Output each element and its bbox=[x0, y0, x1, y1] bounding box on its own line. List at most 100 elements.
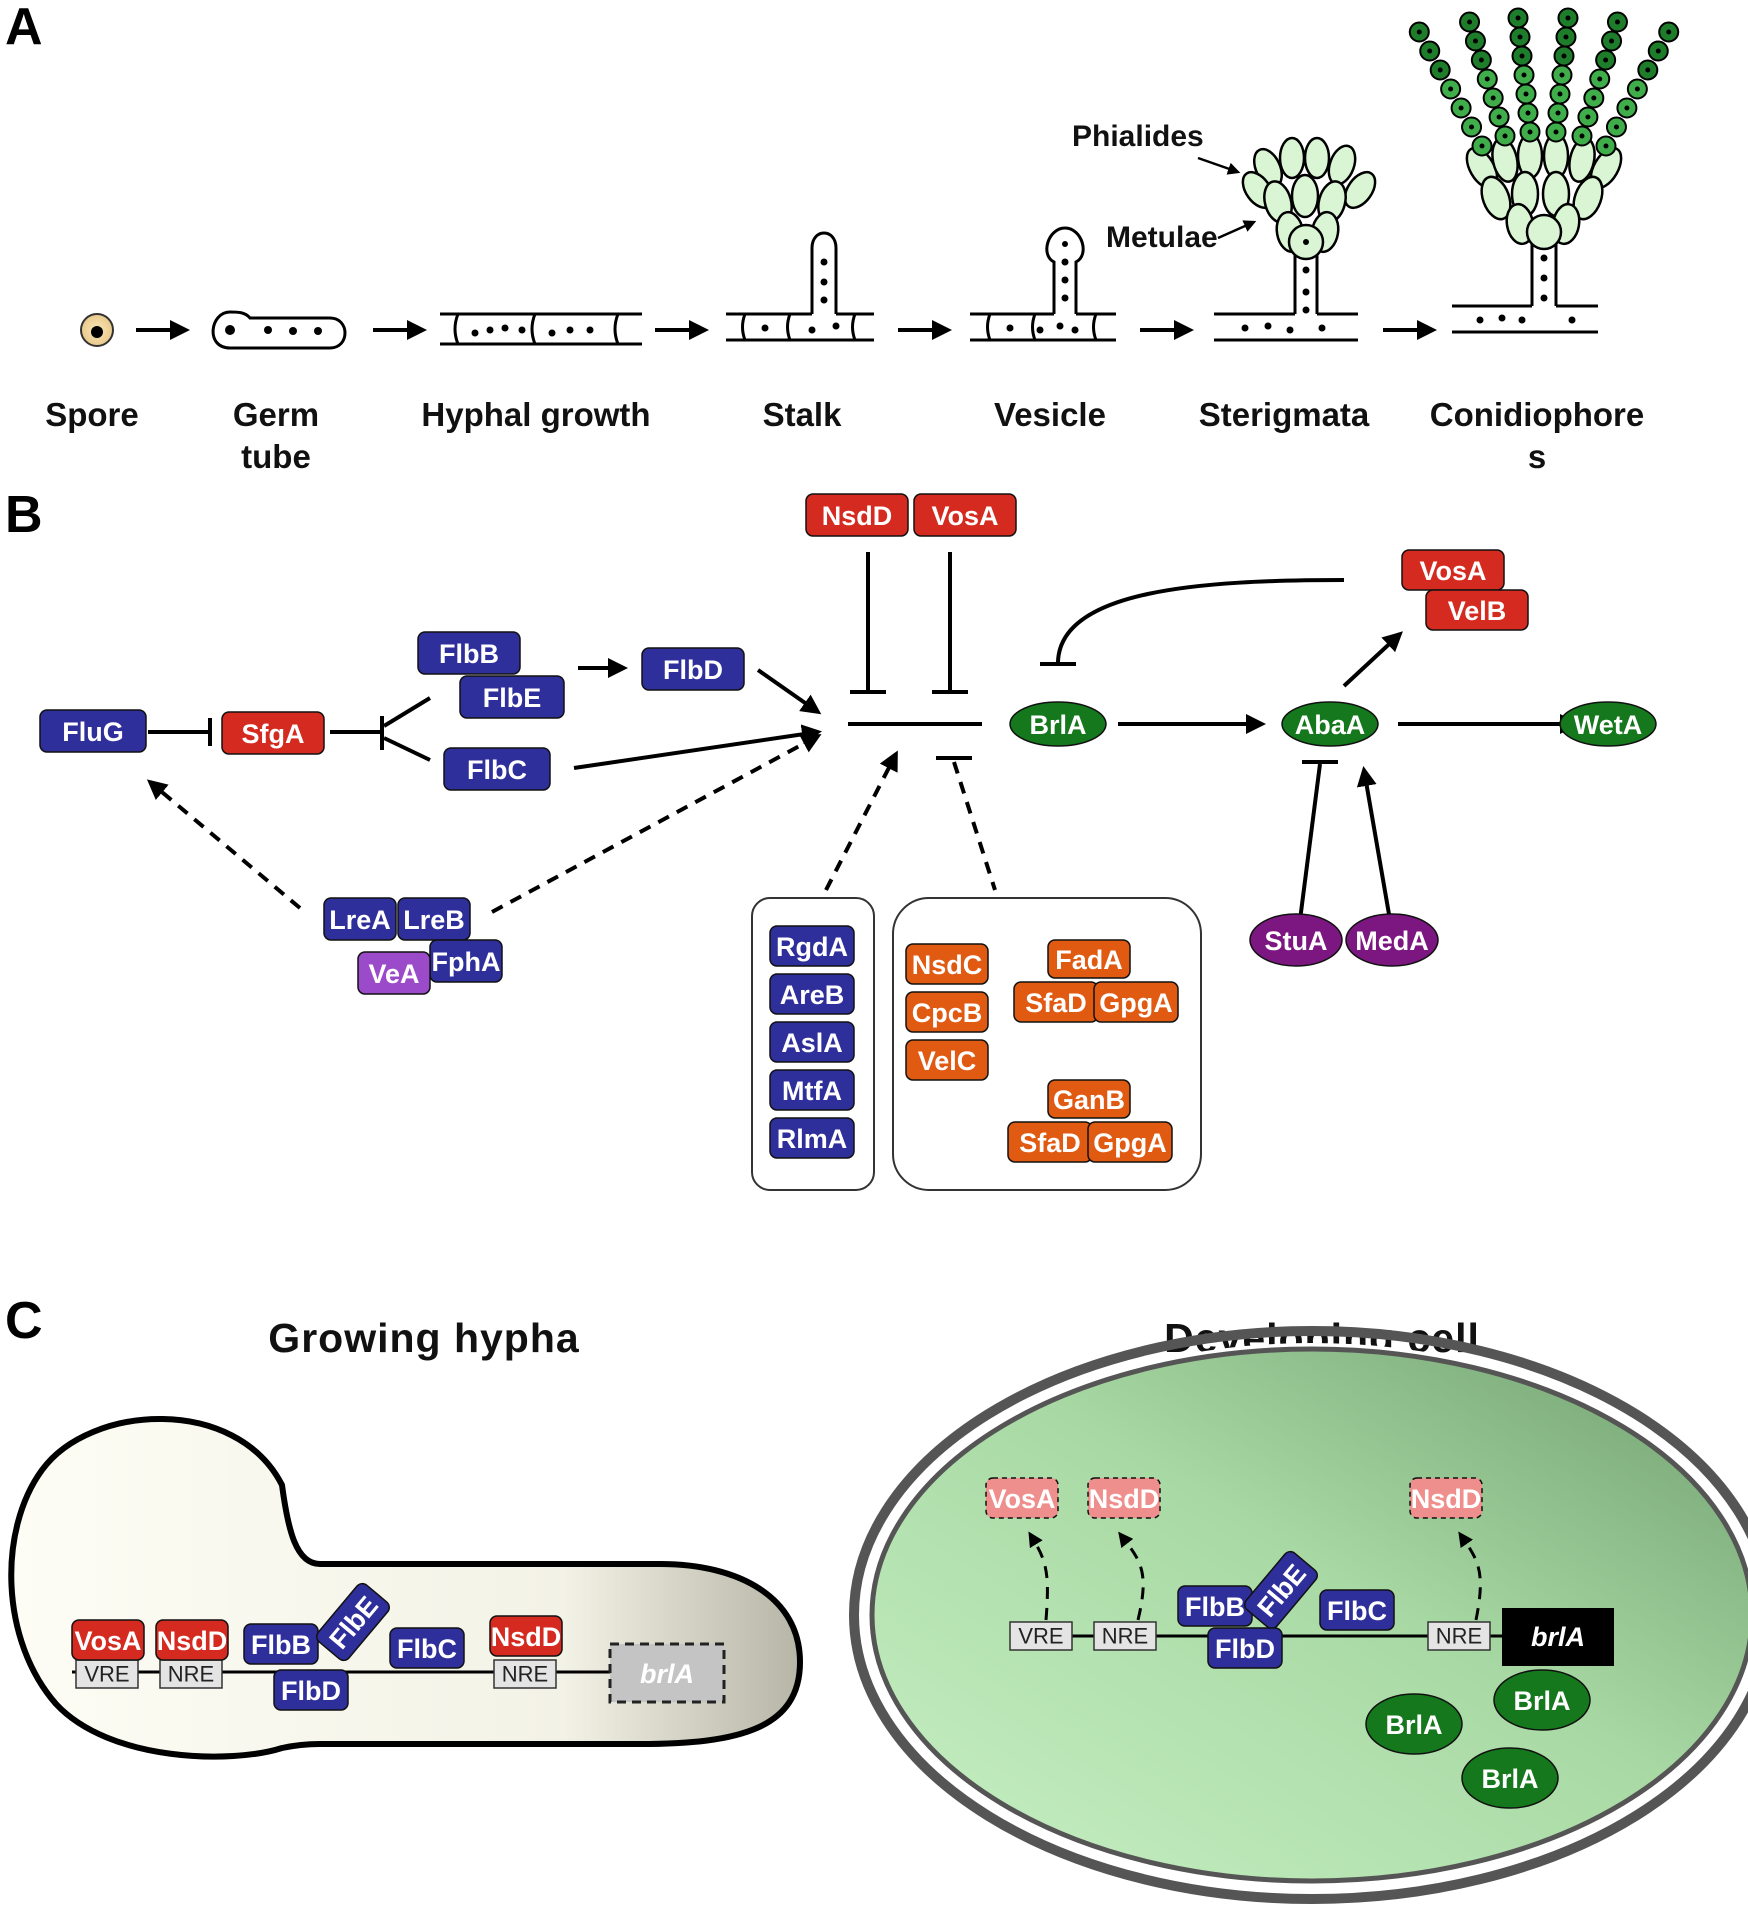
node-sfad1: SfaD bbox=[1013, 981, 1099, 1023]
svg-text:NRE: NRE bbox=[1102, 1624, 1148, 1649]
hypha-vosa: VosA bbox=[71, 1619, 145, 1661]
cell-flbd: FlbD bbox=[1207, 1627, 1283, 1669]
phialides-pointer bbox=[1197, 156, 1241, 175]
svg-text:FlbB: FlbB bbox=[251, 1630, 311, 1660]
svg-text:VosA: VosA bbox=[988, 1484, 1055, 1514]
node-fada: FadA bbox=[1047, 939, 1131, 979]
cell-brla-protein-3: BrlA bbox=[1461, 1747, 1559, 1809]
signaling-regulators-box bbox=[892, 897, 1202, 1191]
hypha-vre-element: VRE bbox=[75, 1659, 139, 1689]
node-gpga2: GpgA bbox=[1087, 1121, 1173, 1163]
stage-label-hyphal-growth: Hyphal growth bbox=[421, 396, 650, 433]
svg-text:FphA: FphA bbox=[432, 947, 501, 977]
stage-label-spore: Spore bbox=[45, 396, 139, 433]
svg-text:FlbC: FlbC bbox=[467, 755, 527, 785]
node-cpcb: CpcB bbox=[905, 991, 989, 1033]
node-vosa: VosA bbox=[913, 493, 1017, 537]
node-rlma: RlmA bbox=[769, 1117, 855, 1159]
developmental-regulators-box bbox=[751, 897, 875, 1191]
svg-text:NRE: NRE bbox=[168, 1662, 214, 1687]
node-sfga: SfgA bbox=[221, 711, 325, 755]
svg-text:SfaD: SfaD bbox=[1019, 1128, 1081, 1158]
node-mtfa: MtfA bbox=[769, 1069, 855, 1111]
svg-text:NsdD: NsdD bbox=[491, 1622, 562, 1652]
panel-b-label: B bbox=[5, 486, 43, 544]
svg-text:GpgA: GpgA bbox=[1093, 1128, 1167, 1158]
svg-text:MtfA: MtfA bbox=[782, 1076, 842, 1106]
svg-text:StuA: StuA bbox=[1265, 926, 1328, 956]
sterigmata-drawing bbox=[1214, 136, 1377, 342]
cell-flbc: FlbC bbox=[1319, 1589, 1395, 1631]
svg-text:AbaA: AbaA bbox=[1295, 710, 1366, 740]
metulae-label: Metulae bbox=[1106, 221, 1218, 254]
hypha-brla-gene: brlA bbox=[608, 1642, 726, 1704]
cell-nre-element-2: NRE bbox=[1427, 1621, 1491, 1651]
node-ganb: GanB bbox=[1047, 1079, 1131, 1119]
growing-hypha-title: Growing hypha bbox=[268, 1315, 580, 1361]
svg-text:FlbC: FlbC bbox=[1327, 1596, 1387, 1626]
node-sfad2: SfaD bbox=[1007, 1121, 1093, 1163]
svg-text:BrlA: BrlA bbox=[1385, 1710, 1442, 1740]
stage-label-vesicle: Vesicle bbox=[994, 396, 1106, 433]
node-flug: FluG bbox=[39, 709, 147, 753]
hypha-flbc: FlbC bbox=[389, 1627, 465, 1669]
cell-released-nsdd-2: NsdD bbox=[1409, 1477, 1483, 1519]
node-flbb: FlbB bbox=[417, 631, 521, 675]
svg-text:NsdD: NsdD bbox=[1411, 1484, 1482, 1514]
svg-text:MedA: MedA bbox=[1355, 926, 1429, 956]
svg-text:FlbD: FlbD bbox=[663, 655, 723, 685]
svg-text:SfaD: SfaD bbox=[1025, 988, 1087, 1018]
svg-text:RlmA: RlmA bbox=[777, 1124, 848, 1154]
svg-text:VosA: VosA bbox=[1419, 556, 1486, 586]
svg-text:FlbC: FlbC bbox=[397, 1634, 457, 1664]
svg-text:NRE: NRE bbox=[1436, 1624, 1482, 1649]
stalk-drawing bbox=[726, 231, 874, 342]
svg-text:RgdA: RgdA bbox=[776, 932, 848, 962]
node-velb: VelB bbox=[1425, 589, 1529, 631]
svg-text:BrlA: BrlA bbox=[1481, 1764, 1538, 1794]
svg-text:VRE: VRE bbox=[1018, 1624, 1063, 1649]
hypha-nre-element-2: NRE bbox=[493, 1659, 557, 1689]
node-nsdc: NsdC bbox=[905, 943, 989, 985]
node-vosa2: VosA bbox=[1401, 549, 1505, 591]
node-flbc: FlbC bbox=[443, 747, 551, 791]
svg-text:brlA: brlA bbox=[1531, 1622, 1585, 1652]
panel-c-label: C bbox=[5, 1292, 43, 1350]
cell-brla-protein-1: BrlA bbox=[1365, 1693, 1463, 1755]
svg-text:GanB: GanB bbox=[1053, 1085, 1125, 1115]
conidiophores-drawing bbox=[1408, 7, 1680, 334]
hypha-nsdd-1: NsdD bbox=[155, 1619, 229, 1661]
svg-text:LreA: LreA bbox=[329, 905, 391, 935]
svg-text:CpcB: CpcB bbox=[912, 998, 983, 1028]
cell-vre-element: VRE bbox=[1009, 1621, 1073, 1651]
svg-text:BrlA: BrlA bbox=[1029, 710, 1086, 740]
cell-brla-protein-2: BrlA bbox=[1493, 1669, 1591, 1731]
stage-label-stalk: Stalk bbox=[763, 396, 843, 433]
hyphal-growth-drawing bbox=[440, 312, 642, 346]
node-weta: WetA bbox=[1559, 701, 1657, 747]
svg-text:FlbD: FlbD bbox=[1215, 1634, 1275, 1664]
node-brla: BrlA bbox=[1009, 701, 1107, 747]
svg-text:VelC: VelC bbox=[918, 1046, 977, 1076]
cell-released-vosa: VosA bbox=[985, 1477, 1059, 1519]
svg-text:VelB: VelB bbox=[1448, 596, 1507, 626]
svg-text:NsdD: NsdD bbox=[1089, 1484, 1160, 1514]
node-nsdd: NsdD bbox=[805, 493, 909, 537]
metulae-pointer bbox=[1217, 220, 1257, 240]
node-lreb: LreB bbox=[397, 897, 471, 941]
release-arrows bbox=[1028, 1531, 1482, 1621]
svg-text:VeA: VeA bbox=[368, 959, 419, 989]
regulatory-edges bbox=[146, 552, 1580, 921]
svg-text:AreB: AreB bbox=[780, 980, 845, 1010]
cell-released-nsdd-1: NsdD bbox=[1087, 1477, 1161, 1519]
svg-text:NsdD: NsdD bbox=[157, 1626, 228, 1656]
svg-text:FlbB: FlbB bbox=[439, 639, 499, 669]
svg-text:FlbB: FlbB bbox=[1185, 1592, 1245, 1622]
node-lrea: LreA bbox=[323, 897, 397, 941]
panel-a-label: A bbox=[5, 0, 43, 56]
hypha-nsdd-2: NsdD bbox=[489, 1615, 563, 1657]
cell-nre-element-1: NRE bbox=[1093, 1621, 1157, 1651]
svg-text:BrlA: BrlA bbox=[1513, 1686, 1570, 1716]
